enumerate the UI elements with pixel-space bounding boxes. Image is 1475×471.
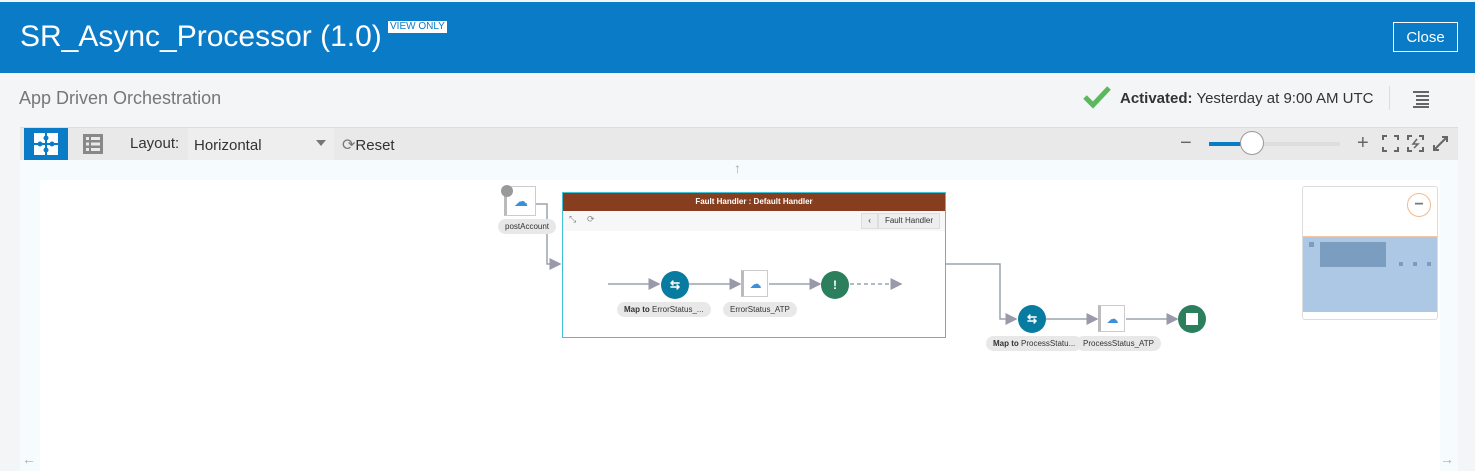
status-label: Activated: [1120,90,1193,107]
map-prefix: Map to [993,339,1019,348]
fault-handler-scope[interactable]: Fault Handler : Default Handler ⤡ ⟳ ‹Fau… [562,192,946,338]
puzzle-icon [34,133,58,155]
map-icon[interactable]: ⇆ [1018,305,1046,333]
zoom-slider-handle[interactable] [1240,131,1265,155]
minimap-viewport[interactable] [1303,236,1437,312]
minimap[interactable]: − [1302,186,1438,320]
scroll-up-arrow[interactable]: ↑ [734,160,741,176]
minimap-collapse-button[interactable]: − [1407,193,1431,217]
cloud-icon: ☁ [1106,311,1119,326]
invoke-label: ProcessStatus_ATP [1076,336,1161,351]
diagram-view-button[interactable] [24,128,68,160]
zoom-in-button[interactable]: + [1357,132,1369,154]
list-view-icon[interactable] [82,133,104,155]
trigger-label: postAccount [498,219,557,234]
rethrow-icon[interactable]: ! [821,271,849,299]
end-stop-icon [1178,305,1206,333]
invoke-label: ErrorStatus_ATP [723,302,797,317]
invoke-node[interactable]: ☁ [1098,305,1125,332]
zoom-slider[interactable] [1209,131,1340,155]
layout-select[interactable]: Horizontal [188,128,334,160]
fit-selection-icon[interactable] [1407,135,1424,152]
close-button[interactable]: Close [1393,22,1458,52]
layout-value: Horizontal [194,137,262,154]
map-label: Map to ErrorStatus_... [617,302,711,317]
fault-handler-title: Fault Handler : Default Handler [563,193,945,211]
status-value: Yesterday at 9:00 AM UTC [1196,90,1374,107]
app-header [0,2,1475,73]
zoom-slider-fill [1209,142,1253,146]
map-prefix: Map to [624,305,650,314]
page-title: SR_Async_Processor (1.0) [20,20,382,53]
divider [1389,86,1390,110]
integration-type: App Driven Orchestration [19,88,222,108]
scroll-left-arrow[interactable]: ← [22,451,36,467]
map-target: ProcessStatu... [1021,339,1076,348]
layout-label: Layout: [130,135,180,152]
scroll-right-arrow[interactable]: → [1440,451,1454,467]
trigger-badge-icon [501,185,513,197]
chevron-left-icon[interactable]: ‹ [861,213,878,229]
map-label: Map to ProcessStatu... [986,336,1083,351]
menu-icon[interactable] [1411,90,1431,108]
view-only-badge: VIEW ONLY [388,21,447,33]
reset-label: Reset [355,137,395,154]
map-target: ErrorStatus_... [652,305,704,314]
collapse-icon[interactable]: ⤡ [569,214,577,224]
fault-connectors [608,278,903,290]
refresh-icon: ⟳ [342,137,356,154]
map-icon[interactable]: ⇆ [661,271,689,299]
fault-handler-tab[interactable]: Fault Handler [877,213,940,229]
fault-handler-toolbar: ⤡ ⟳ ‹Fault Handler [563,211,945,231]
reset-button[interactable]: ⟳Reset [342,135,395,155]
expand-icon[interactable] [1432,135,1449,152]
invoke-node[interactable]: ☁ [741,270,768,297]
fit-icon[interactable] [1382,135,1399,152]
chevron-down-icon [316,140,326,151]
refresh-icon[interactable]: ⟳ [587,214,595,224]
zoom-out-button[interactable]: − [1180,132,1192,154]
activation-status: Activated: Yesterday at 9:00 AM UTC [1120,90,1373,107]
cloud-icon: ☁ [749,276,762,291]
trigger-node[interactable]: ☁ postAccount [498,185,557,234]
check-icon [1083,86,1111,109]
